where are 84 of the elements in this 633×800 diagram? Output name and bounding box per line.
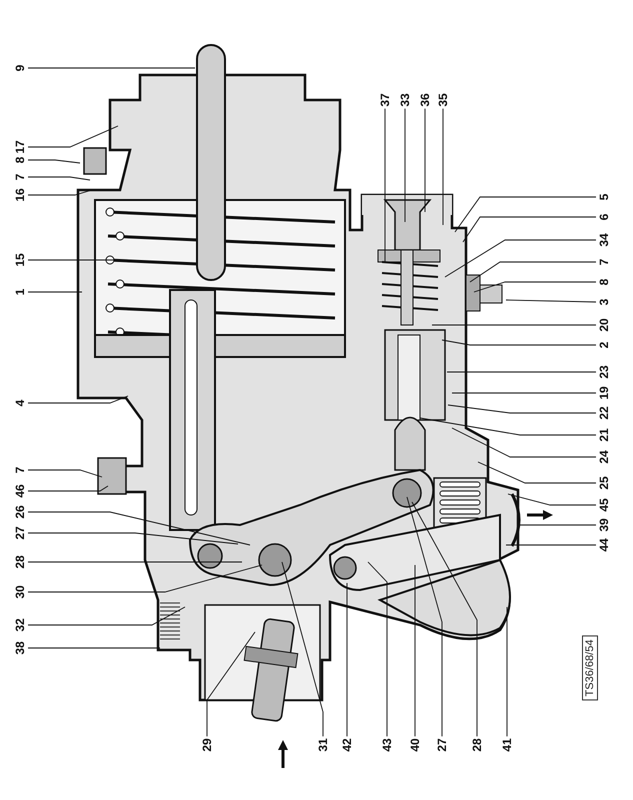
leader-line [444,240,596,278]
callout-number: 38 [13,640,27,656]
callout-number: 44 [597,537,611,553]
callout-number: 35 [436,92,450,108]
callout-number: 31 [316,737,330,753]
leader-line [454,196,596,232]
callout-number: 5 [597,192,611,202]
callout-number: 20 [597,317,611,333]
callout-number: 25 [597,475,611,491]
leader-line [508,494,596,506]
leader-line [412,502,478,737]
leader-line [282,562,324,737]
callout-number: 3 [597,298,611,306]
leader-line [28,512,250,546]
callout-number: 19 [597,385,611,401]
callout-number: 22 [597,405,611,421]
leader-line [28,486,108,492]
callout-number: 24 [597,449,611,465]
leader-line [406,496,442,737]
callout-number: 7 [597,258,611,266]
callout-number: 26 [13,504,27,520]
callout-number: 37 [378,92,392,108]
leader-line [442,340,596,346]
leader-line [432,324,596,326]
leader-line [462,216,596,242]
callout-number: 39 [597,517,611,533]
leader-line [404,108,406,222]
callout-number: 15 [13,252,27,268]
callout-number: 29 [200,737,214,753]
leader-line [28,190,92,196]
callout-number: 7 [13,466,27,474]
leader-line [368,562,388,737]
leader-line [28,532,238,544]
leader-line [474,282,596,292]
callout-number: 2 [597,340,611,350]
callout-number: 17 [13,139,27,155]
leader-line [424,108,426,212]
leader-line [28,126,118,148]
leader-line [452,428,596,458]
callout-number: 33 [398,92,412,108]
callout-number: 46 [13,483,27,499]
leader-line [28,564,262,592]
leader-line [506,300,596,302]
callout-number: 21 [597,427,611,443]
leader-line [442,108,444,226]
callout-number: 7 [13,172,27,182]
callout-number: 45 [597,497,611,513]
callout-number: 23 [597,364,611,380]
leader-line [28,396,128,404]
leader-line [28,160,80,164]
callout-number: 28 [470,737,484,753]
callout-number: 41 [500,737,514,753]
leader-line [384,108,386,262]
callout-number: 8 [13,156,27,164]
leader-line [28,470,102,478]
leader-line [506,606,508,737]
leader-line [478,462,596,484]
leader-line [470,262,596,282]
leader-line [420,418,596,436]
callout-number: 34 [597,232,611,248]
leader-line [206,632,256,737]
callout-number: 27 [435,737,449,753]
callout-number: 8 [597,278,611,286]
leader-line [452,392,596,394]
callout-number: 32 [13,617,27,633]
drawing-number: TS36/68/54 [582,636,598,700]
callout-number: 4 [13,398,27,408]
callout-number: 28 [13,554,27,570]
callout-number: 1 [13,288,27,296]
leader-line [506,544,596,546]
leader-line [28,606,186,626]
leader-line [28,176,90,180]
leader-line [448,404,596,414]
callout-number: 9 [13,64,27,72]
callout-number: 42 [340,737,354,753]
callout-number: 36 [418,92,432,108]
callout-number: 16 [13,187,27,203]
leader-line [346,582,348,737]
callout-number: 40 [408,737,422,753]
callout-number: 43 [380,737,394,753]
leader-line [414,564,416,737]
callout-number: 30 [13,584,27,600]
callout-number: 27 [13,525,27,541]
callout-number: 6 [597,212,611,222]
